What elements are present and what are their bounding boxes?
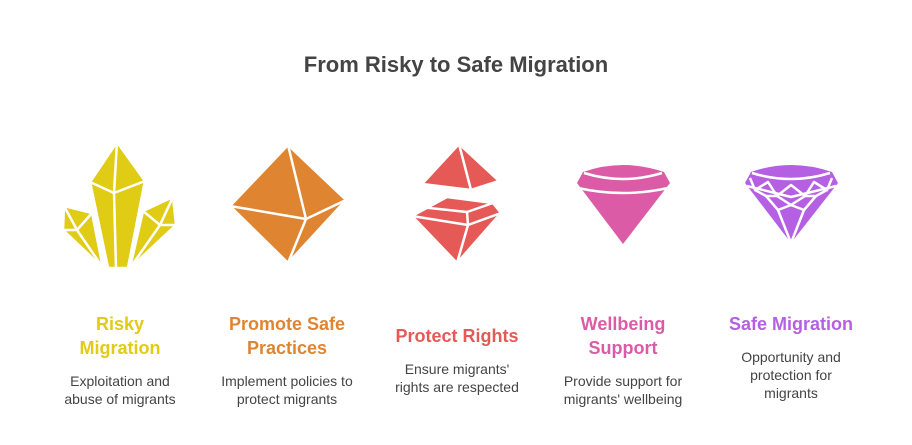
step-label: Promote Safe Practices bbox=[228, 314, 346, 358]
step-label: Safe Migration bbox=[728, 314, 853, 334]
step-wellbeing-support: Wellbeing Support Provide support for mi… bbox=[548, 312, 698, 408]
step-description: Implement policies to protect migrants bbox=[221, 373, 353, 407]
step-description: Exploitation and abuse of migrants bbox=[64, 373, 176, 407]
round-gem-icon bbox=[577, 165, 670, 244]
step-description: Provide support for migrants' wellbeing bbox=[563, 373, 683, 407]
step-protect-rights: Protect Rights Ensure migrants' rights a… bbox=[382, 324, 532, 396]
octahedron-icon bbox=[228, 143, 348, 265]
crystal-cluster-icon bbox=[61, 140, 178, 270]
diamond-icon bbox=[745, 165, 838, 244]
step-label: Wellbeing Support bbox=[580, 314, 666, 358]
page-title: From Risky to Safe Migration bbox=[303, 52, 609, 77]
split-gem-icon bbox=[410, 142, 503, 265]
step-description: Opportunity and protection for migrants bbox=[741, 349, 841, 401]
step-description: Ensure migrants' rights are respected bbox=[395, 361, 519, 395]
step-promote-safe-practices: Promote Safe Practices Implement policie… bbox=[212, 312, 362, 408]
step-label: Risky Migration bbox=[79, 314, 161, 358]
step-risky-migration: Risky Migration Exploitation and abuse o… bbox=[45, 312, 195, 408]
step-safe-migration: Safe Migration Opportunity and protectio… bbox=[716, 312, 866, 402]
step-label: Protect Rights bbox=[395, 326, 519, 346]
